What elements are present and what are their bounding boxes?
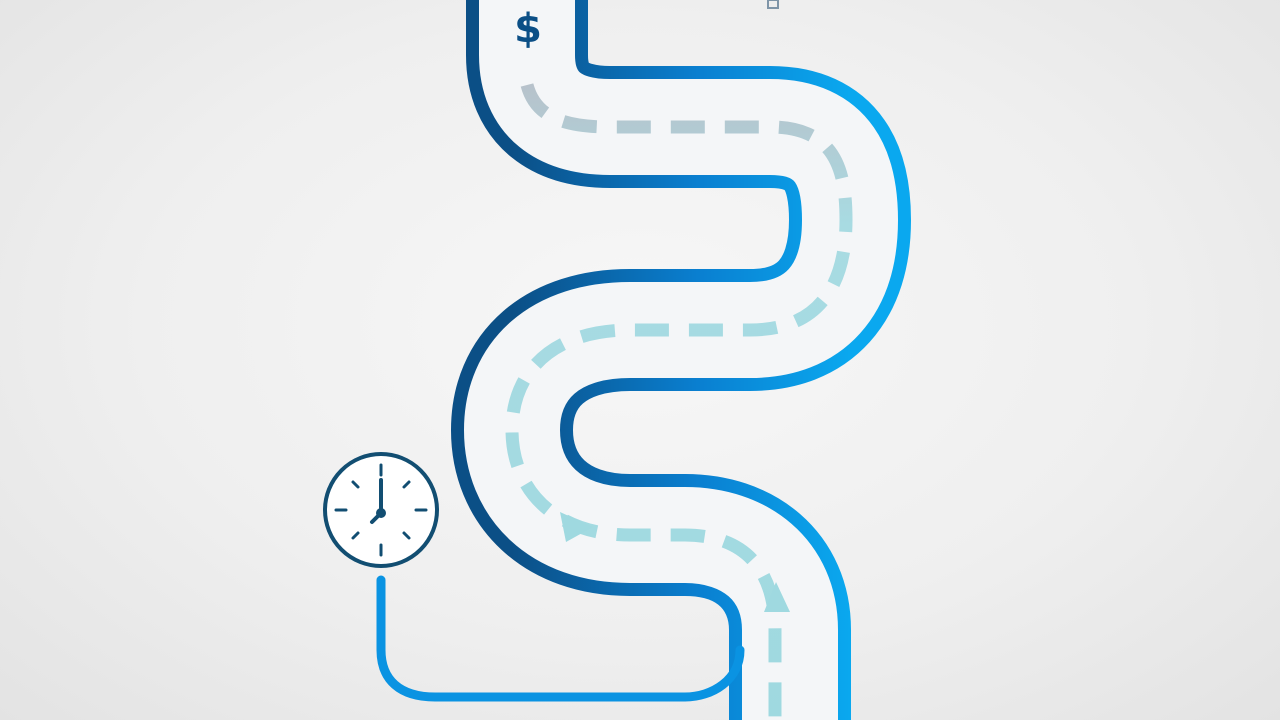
clock-icon bbox=[323, 452, 439, 568]
road-surface bbox=[464, 0, 898, 720]
direction-arrow-icon bbox=[560, 512, 593, 542]
direction-arrow-icon bbox=[764, 582, 790, 612]
road-tail bbox=[376, 575, 745, 702]
partial-icon bbox=[767, 0, 779, 9]
dollar-sign-icon: $ bbox=[504, 0, 552, 52]
center-dashed-line bbox=[505, 83, 853, 720]
road bbox=[451, 0, 911, 720]
start-symbol: $ bbox=[514, 6, 542, 52]
